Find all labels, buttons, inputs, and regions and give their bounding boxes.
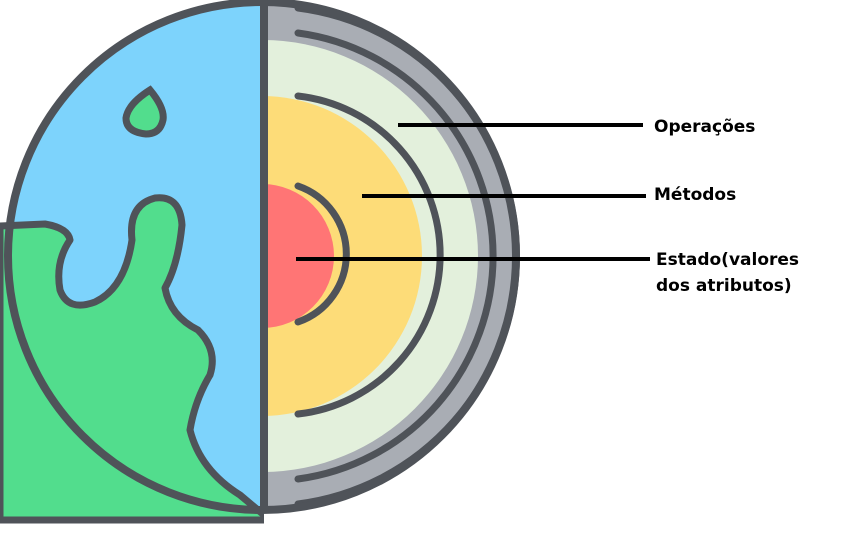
state-arc: [294, 182, 350, 326]
label-estado-line2: dos atributos): [656, 276, 792, 296]
label-estado: Estado(valores dos atributos): [656, 247, 799, 299]
state-core: [264, 184, 334, 328]
continent-shape: [0, 194, 264, 524]
operations-arc: [294, 29, 497, 483]
globe-hemisphere: [0, 2, 264, 524]
label-metodos: Métodos: [654, 185, 737, 205]
label-operacoes: Operações: [654, 117, 756, 137]
island-shape: [122, 85, 167, 138]
methods-arc: [294, 92, 444, 418]
label-estado-line1: Estado(valores: [656, 250, 800, 270]
leader-lines: [296, 123, 650, 261]
